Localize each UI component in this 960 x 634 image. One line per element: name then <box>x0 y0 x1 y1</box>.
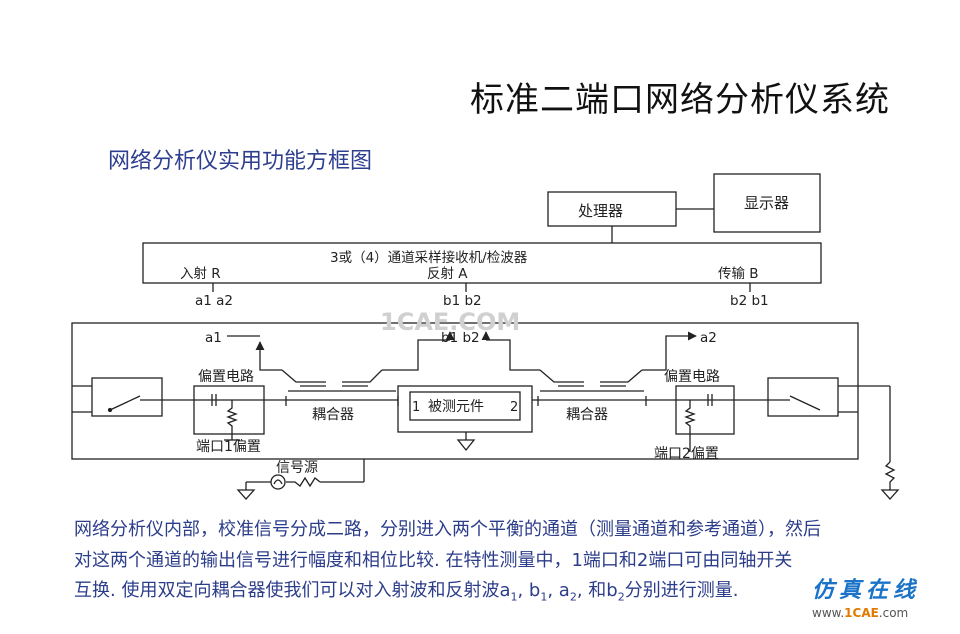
left-bias-box <box>193 385 265 435</box>
main-frame <box>71 322 859 460</box>
description-paragraph: 网络分析仪内部，校准信号分成二路，分别进入两个平衡的通道（测量通道和参考通道），… <box>74 515 934 613</box>
left-switch-box <box>91 377 163 417</box>
logo-url: www.1CAE.com <box>812 606 909 620</box>
processor-label: 处理器 <box>578 202 623 220</box>
bias-right-label: 偏置电路 <box>664 369 720 385</box>
tap-left-label: a1 a2 <box>195 293 233 309</box>
receiver-label: 3或（4）通道采样接收机/检波器 <box>330 249 528 266</box>
arrow-a2-label: a2 <box>700 330 717 346</box>
incident-r-label: 入射 R <box>180 266 221 282</box>
right-bias-box <box>675 385 735 435</box>
signal-source-symbol <box>270 474 286 490</box>
tap-right-label: b2 b1 <box>730 293 769 309</box>
right-coupler <box>488 331 697 406</box>
dut-inner <box>409 391 521 421</box>
page-subtitle: 网络分析仪实用功能方框图 <box>108 149 373 174</box>
reflect-a-label: 反射 A <box>427 266 468 282</box>
site-logo: 仿真在线 www.1CAE.com <box>812 572 942 624</box>
transmit-b-label: 传输 B <box>718 266 759 282</box>
description-line-1: 网络分析仪内部，校准信号分成二路，分别进入两个平衡的通道（测量通道和参考通道），… <box>74 519 821 540</box>
display-label: 显示器 <box>744 194 789 212</box>
description-line-2: 对这两个通道的输出信号进行幅度和相位比较. 在特性测量中，1端口和2端口可由同轴… <box>74 549 793 571</box>
source-label: 信号源 <box>276 460 318 476</box>
left-coupler <box>255 339 440 406</box>
arrow-a1-label: a1 <box>205 330 222 346</box>
dut-label: 被测元件 <box>428 399 484 415</box>
receiver-box <box>142 242 822 284</box>
bias-left-label: 偏置电路 <box>198 369 254 385</box>
dut-outer <box>397 385 533 433</box>
port1-bias-label: 端口1偏置 <box>196 439 261 455</box>
tap-mid-label: b1 b2 <box>443 293 482 309</box>
port2-bias-label: 端口2偏置 <box>654 446 719 462</box>
watermark: 1CAE.COM <box>380 308 520 336</box>
dut-port1-label: 1 <box>412 400 420 415</box>
arrow-b1b2-label: b1 b2 <box>441 330 480 346</box>
logo-text: 仿真在线 <box>812 577 921 603</box>
dut-port2-label: 2 <box>510 400 518 415</box>
coupler-right-label: 耦合器 <box>566 407 608 423</box>
right-switch-box <box>767 377 839 417</box>
page-title: 标准二端口网络分析仪系统 <box>470 80 890 120</box>
description-line-3: 互换. 使用双定向耦合器使我们可以对入射波和反射波a1, b1, a2, 和b2… <box>74 580 739 604</box>
coupler-left-label: 耦合器 <box>312 407 354 423</box>
display-box <box>713 173 821 233</box>
